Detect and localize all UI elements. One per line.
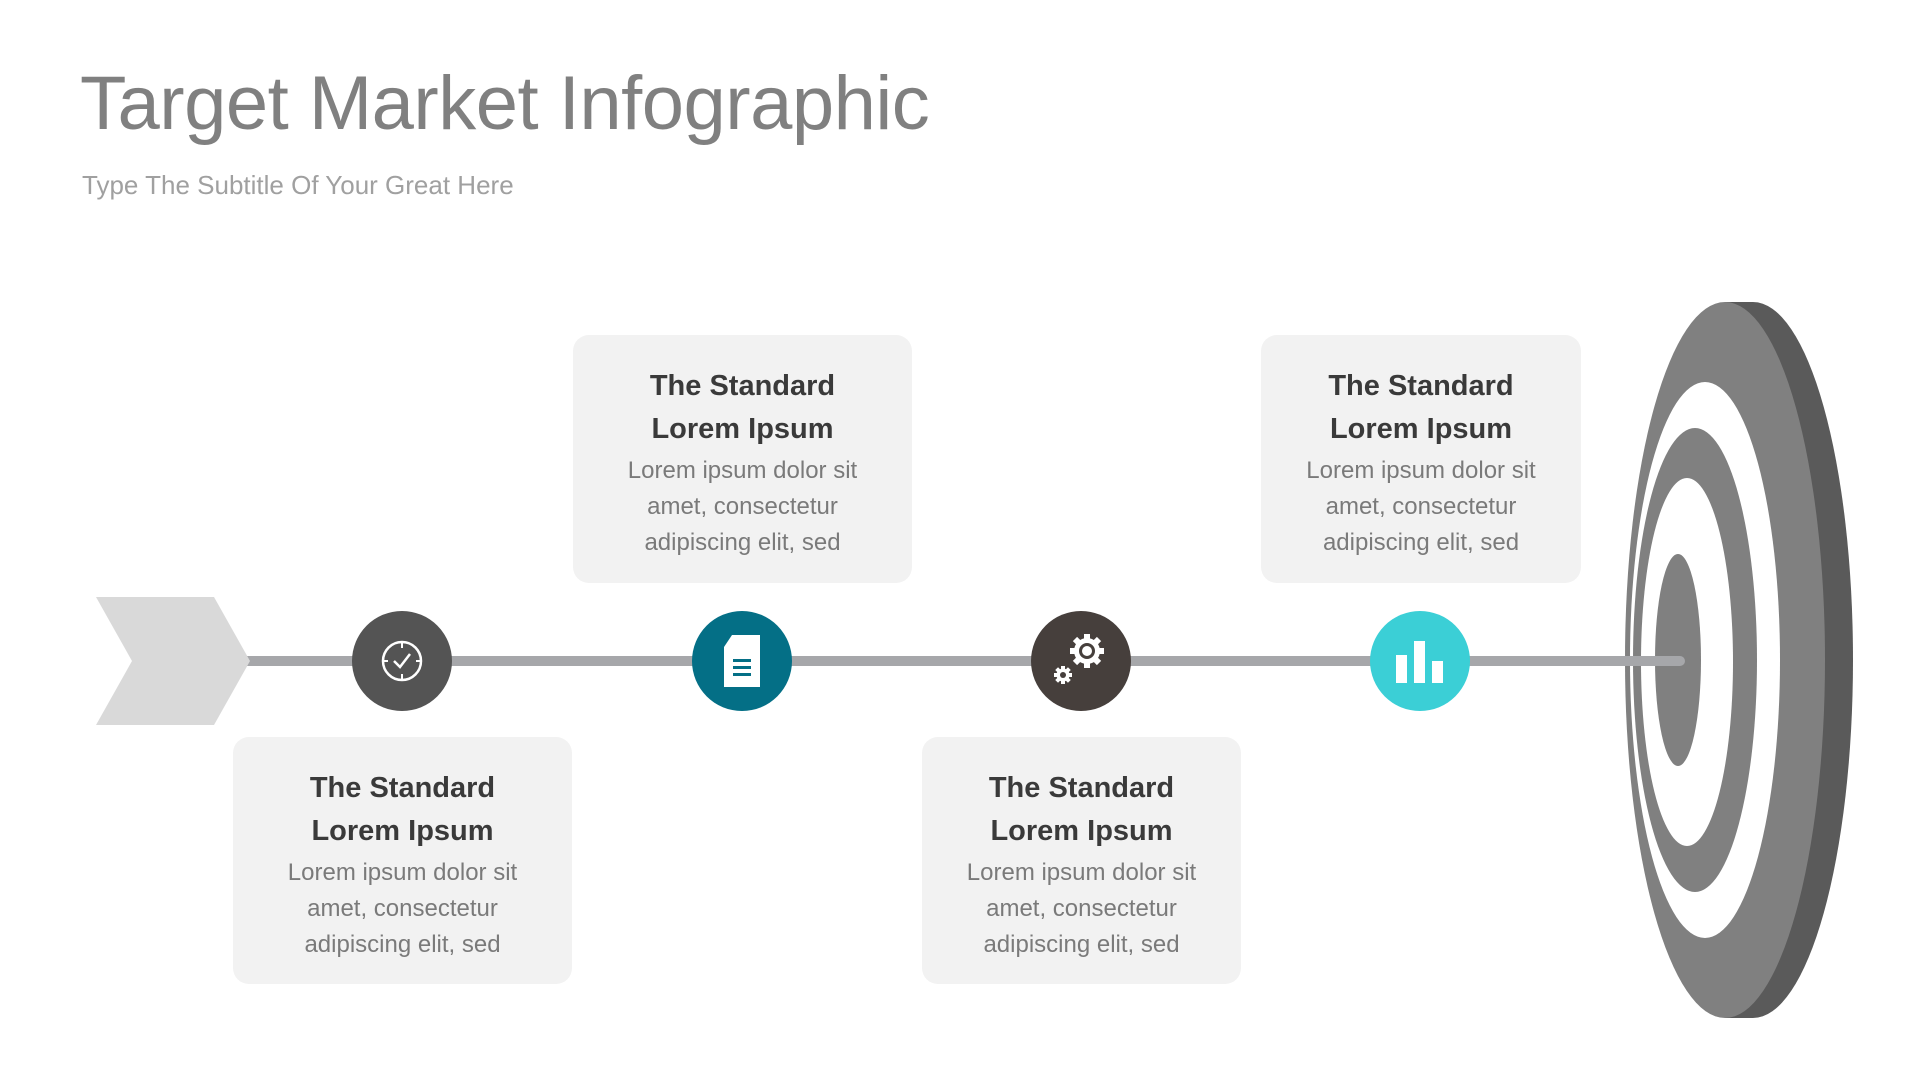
timeline-node-1 [352, 611, 452, 711]
gears-icon [1054, 634, 1104, 684]
info-card-3: The Standard Lorem Ipsum Lorem ipsum dol… [922, 737, 1241, 984]
card-body: amet, consectetur [647, 493, 838, 520]
card-body: Lorem ipsum dolor sit [627, 457, 858, 484]
page-title: Target Market Infographic [80, 61, 930, 146]
card-heading: The Standard [649, 370, 836, 402]
arrow-tail-icon [96, 597, 250, 725]
card-heading: Lorem Ipsum [651, 413, 834, 445]
document-icon [724, 635, 760, 687]
card-heading: Lorem Ipsum [1329, 413, 1513, 445]
timeline-line [240, 656, 1685, 666]
card-body: adipiscing elit, sed [983, 931, 1180, 958]
card-body: adipiscing elit, sed [1322, 529, 1520, 556]
card-body: Lorem ipsum dolor sit [966, 859, 1197, 886]
timeline-node-2 [692, 611, 792, 711]
card-heading: Lorem Ipsum [990, 815, 1173, 847]
card-body: Lorem ipsum dolor sit [1306, 457, 1536, 484]
card-body: adipiscing elit, sed [304, 931, 501, 958]
card-heading: The Standard [309, 772, 496, 804]
info-card-2: The Standard Lorem Ipsum Lorem ipsum dol… [573, 335, 912, 583]
card-body: adipiscing elit, sed [644, 529, 841, 556]
timeline-node-4 [1370, 611, 1470, 711]
card-body: amet, consectetur [307, 895, 498, 922]
card-heading: The Standard [988, 772, 1175, 804]
card-heading: The Standard [1328, 370, 1514, 402]
card-body: amet, consectetur [986, 895, 1177, 922]
arrow-shaft [1600, 656, 1685, 666]
page-subtitle: Type The Subtitle Of Your Great Here [82, 170, 514, 200]
timeline-node-3 [1031, 611, 1131, 711]
card-body: Lorem ipsum dolor sit [287, 859, 518, 886]
bar-chart-icon [1396, 641, 1443, 683]
info-card-1: The Standard Lorem Ipsum Lorem ipsum dol… [233, 737, 572, 984]
target-icon [1625, 302, 1853, 1018]
card-heading: Lorem Ipsum [311, 815, 494, 847]
card-body: amet, consectetur [1325, 493, 1517, 520]
clock-icon [381, 640, 423, 682]
info-card-4: The Standard Lorem Ipsum Lorem ipsum dol… [1261, 335, 1581, 583]
